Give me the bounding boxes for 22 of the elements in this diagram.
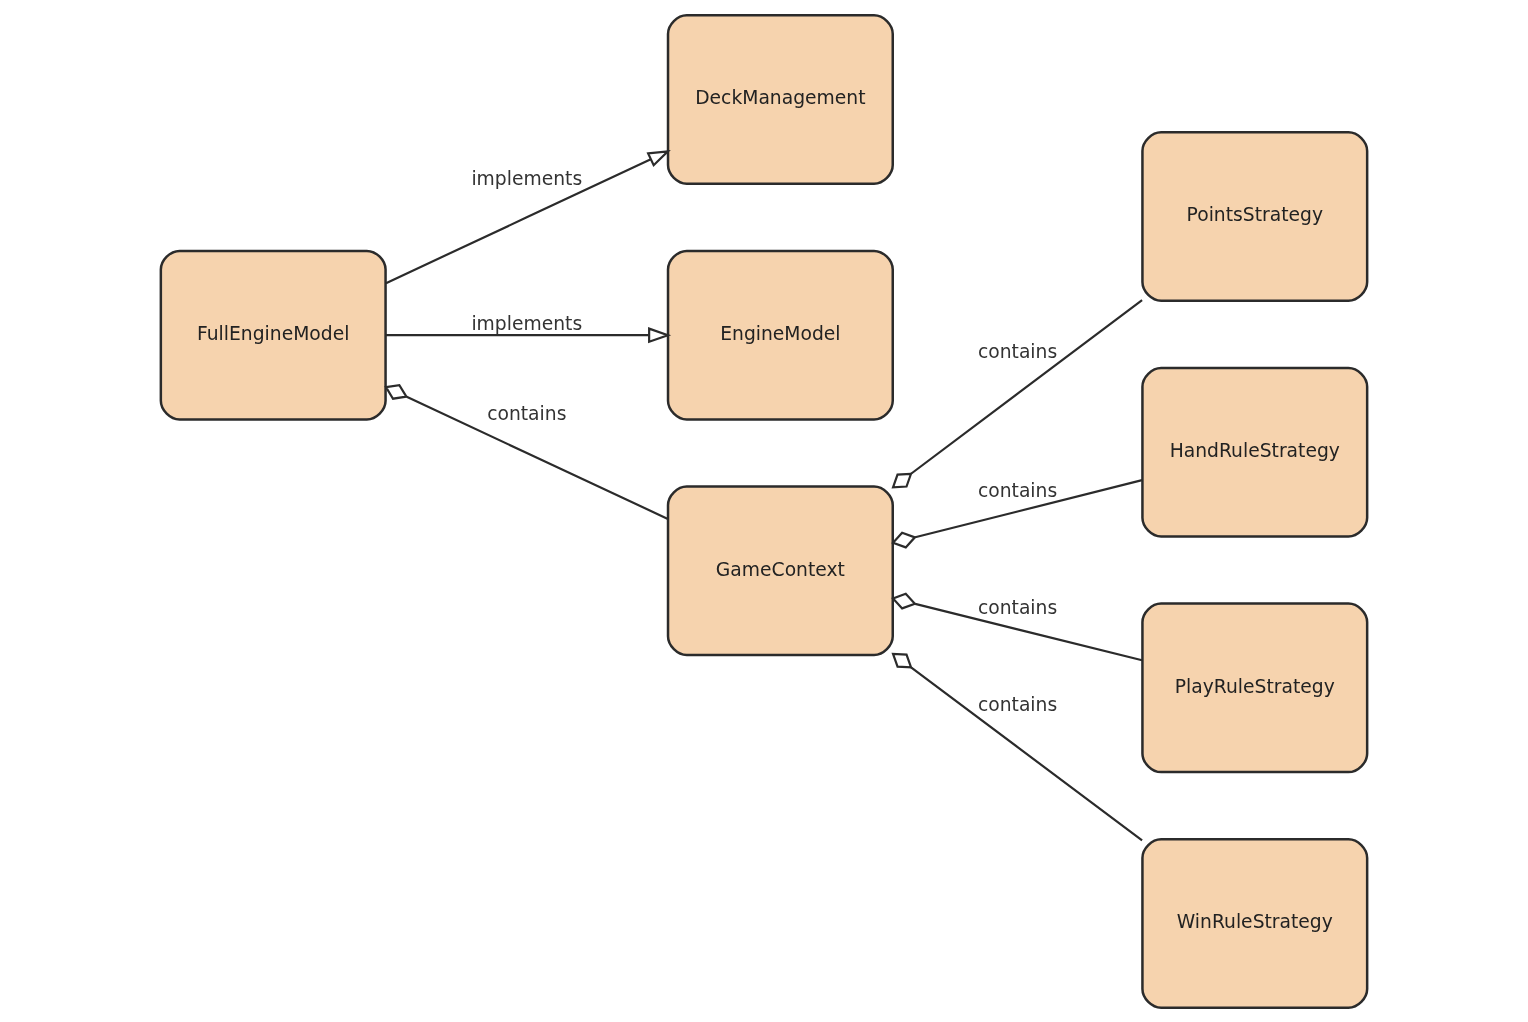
- node-box: WinRuleStrategy: [1141, 837, 1369, 1009]
- edge-label: implements: [471, 312, 583, 334]
- edge-label: contains: [977, 693, 1058, 715]
- edge-label: contains: [487, 402, 567, 424]
- connector: [891, 298, 1143, 488]
- node-box: FullEngineModel: [159, 249, 387, 421]
- connector: [384, 383, 669, 520]
- edge-label: contains: [977, 596, 1058, 618]
- node-box: PlayRuleStrategy: [1141, 601, 1369, 773]
- node-box: DeckManagement: [666, 13, 894, 185]
- node-box: HandRuleStrategy: [1141, 366, 1369, 538]
- connector: [891, 478, 1143, 549]
- connector: [891, 652, 1143, 841]
- node-box: GameContext: [666, 484, 894, 656]
- arrow: [385, 149, 671, 284]
- connector: [891, 592, 1143, 661]
- edge-label: contains: [977, 340, 1058, 362]
- edge-label: implements: [471, 167, 583, 189]
- arrow: [386, 326, 672, 343]
- edge-label: contains: [977, 479, 1058, 501]
- node-box: EngineModel: [666, 249, 894, 421]
- node-box: PointsStrategy: [1141, 130, 1369, 302]
